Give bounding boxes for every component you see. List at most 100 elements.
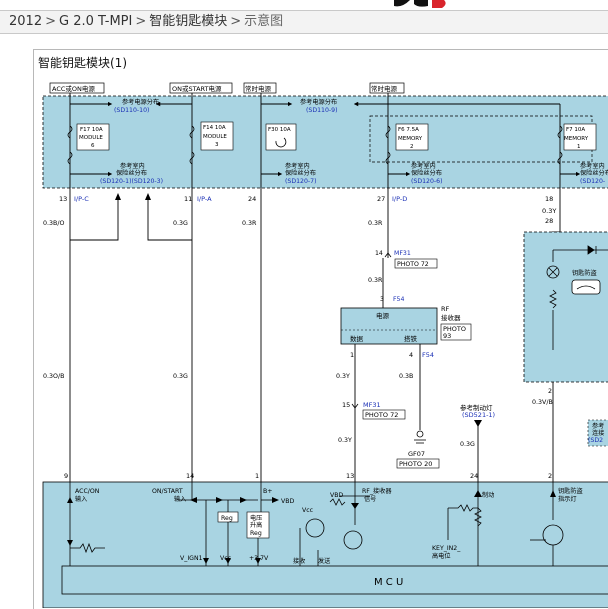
mf31-top-photo: PHOTO 72 <box>397 261 429 268</box>
wire-0-3y-right: 0.3Y <box>542 207 556 215</box>
inner3-l3: (SD120-6) <box>411 178 443 185</box>
fuse-f14-l2: MODULE <box>203 134 227 140</box>
gf07-photo-box <box>396 458 440 469</box>
breadcrumb-item-year[interactable]: 2012 <box>9 14 43 29</box>
mf31-top-conn: MF31 <box>394 250 411 257</box>
wire-label-bo: 0.3B/O <box>43 220 64 227</box>
vcc-label: Vcc <box>302 507 314 514</box>
fuse-f7-l3: 1 <box>577 144 581 150</box>
inner4-l3: (SD120- <box>580 178 605 185</box>
wire-label-g3: 0.3G <box>460 441 475 448</box>
rf-signal-label: RF_接收器 <box>362 487 392 495</box>
f54-top-pin: 3 <box>380 296 384 303</box>
rf-photo-box <box>440 323 472 341</box>
reg2-l3: Reg <box>250 530 262 537</box>
breadcrumb: 2012>G 2.0 T-MPI>智能钥匙模块>示意图 <box>0 10 608 34</box>
rf-title: RF <box>441 305 450 313</box>
immo-ref-title: 参考 <box>592 422 604 430</box>
brake-label: 制动 <box>482 491 494 499</box>
immo-ref-code: (SD2 <box>588 437 603 444</box>
pin-28: 28 <box>545 217 553 225</box>
wire-label-y2: 0.3Y <box>338 437 352 444</box>
pin-24: 24 <box>248 195 256 203</box>
bottom-pin-14: 14 <box>186 472 194 480</box>
photo-72-bot-box <box>362 409 406 420</box>
inner4-l2: 保险丝分布 <box>580 169 608 177</box>
breadcrumb-separator: > <box>45 14 56 29</box>
pin-11: 11 <box>184 195 192 203</box>
mf31-bot-photo: PHOTO 72 <box>365 411 398 419</box>
rf-signal-sub: 信号 <box>364 495 376 503</box>
f54-top-conn: F54 <box>393 296 404 303</box>
inner3-l2: 保险丝分布 <box>411 169 442 177</box>
label-box-const2 <box>369 82 405 94</box>
immo-label-1: 钥匙防盗 <box>558 487 583 495</box>
fuse-f17-box <box>76 123 110 151</box>
gf07-name: GF07 <box>408 450 425 458</box>
brake-ref-code: (SD521-1) <box>462 411 495 419</box>
main-wires <box>69 188 561 482</box>
fuse-f6-l2: MEMORY <box>398 136 423 142</box>
vbd-label: VBD <box>281 498 294 505</box>
breadcrumb-separator: > <box>230 14 242 29</box>
fuse-f17-l2: MODULE <box>79 135 103 141</box>
mcu-block <box>61 565 608 595</box>
inner2-l3: (SD120-7) <box>285 178 317 185</box>
ref1-code: (SD110-10) <box>114 107 149 114</box>
top-label-const2: 常时电源 <box>371 84 398 93</box>
acc-sub: 输入 <box>75 495 87 503</box>
bottom-pin-2: 2 <box>548 472 552 480</box>
conn-ipc: I/P-C <box>74 195 89 203</box>
bus-lines <box>69 93 581 188</box>
breadcrumb-item-current: 示意图 <box>244 14 284 29</box>
reg-boxes <box>217 511 270 539</box>
reg2-l1: 电压 <box>250 514 262 522</box>
fuse-box <box>42 95 608 189</box>
inner4-l1: 参考室内 <box>580 162 605 170</box>
fuse-f17-l1: F17 10A <box>80 127 103 133</box>
mf31-top-pin: 14 <box>375 250 383 257</box>
rf-data: 数据 <box>350 334 364 343</box>
immo-label: 钥匙防盗 <box>572 269 597 277</box>
inner1-l1: 参考室内 <box>120 162 145 170</box>
bottom-pin-9: 9 <box>64 472 68 480</box>
immobilizer-circuit <box>549 245 608 350</box>
tx-label: 发送 <box>318 557 331 565</box>
top-label-const1: 常时电源 <box>245 84 272 93</box>
fuse-f7-l1: F7 10A <box>566 127 585 133</box>
brake-ref-title: 参考制动灯 <box>460 403 493 412</box>
wire-label-r1: 0.3R <box>242 220 257 227</box>
fuse-f30-box <box>265 123 297 151</box>
breadcrumb-item-engine[interactable]: G 2.0 T-MPI <box>59 14 133 29</box>
rf-receiver-block <box>340 307 438 345</box>
mf31-bot-pin: 15 <box>342 401 350 409</box>
fuse-f30-l1: F30 10A <box>268 127 291 133</box>
breadcrumb-item-module[interactable]: 智能钥匙模块 <box>149 14 228 29</box>
connector-chevron-icon <box>384 252 392 258</box>
rf-pin1: 1 <box>350 351 354 359</box>
pin-27: 27 <box>377 195 385 203</box>
fuse-f14-box <box>200 121 234 151</box>
fuse-f6-box <box>395 123 429 151</box>
label-box-acc <box>49 82 105 94</box>
ref2-code: (SD110-9) <box>306 107 338 114</box>
fuse-f14-l1: F14 10A <box>203 125 226 131</box>
inner3-l1: 参考室内 <box>411 162 436 170</box>
connector-chevron-bottom-icon <box>351 403 359 409</box>
immobilizer-block <box>523 231 608 383</box>
top-banner <box>0 0 608 10</box>
circuit-breaker-icon <box>275 137 287 148</box>
ground-icon <box>414 430 426 444</box>
ref1-title: 参考电源分布 <box>122 98 159 106</box>
rf-subtitle: 接收器 <box>441 313 461 322</box>
acc-label: ACC/ON <box>75 488 100 495</box>
bottom-pin-1: 1 <box>255 472 259 480</box>
fuse-f7-l2: MEMORY <box>564 136 589 142</box>
top-label-start: ON或START电源 <box>172 84 222 93</box>
rf-photo1: PHOTO <box>443 325 466 333</box>
inner1-l2: 保险丝分布 <box>116 169 147 177</box>
wire-label-g2: 0.3G <box>173 373 188 380</box>
fuse-f14-l3: 3 <box>215 142 219 148</box>
wire-label-y1: 0.3Y <box>336 373 350 380</box>
wire-arrows <box>115 193 482 427</box>
